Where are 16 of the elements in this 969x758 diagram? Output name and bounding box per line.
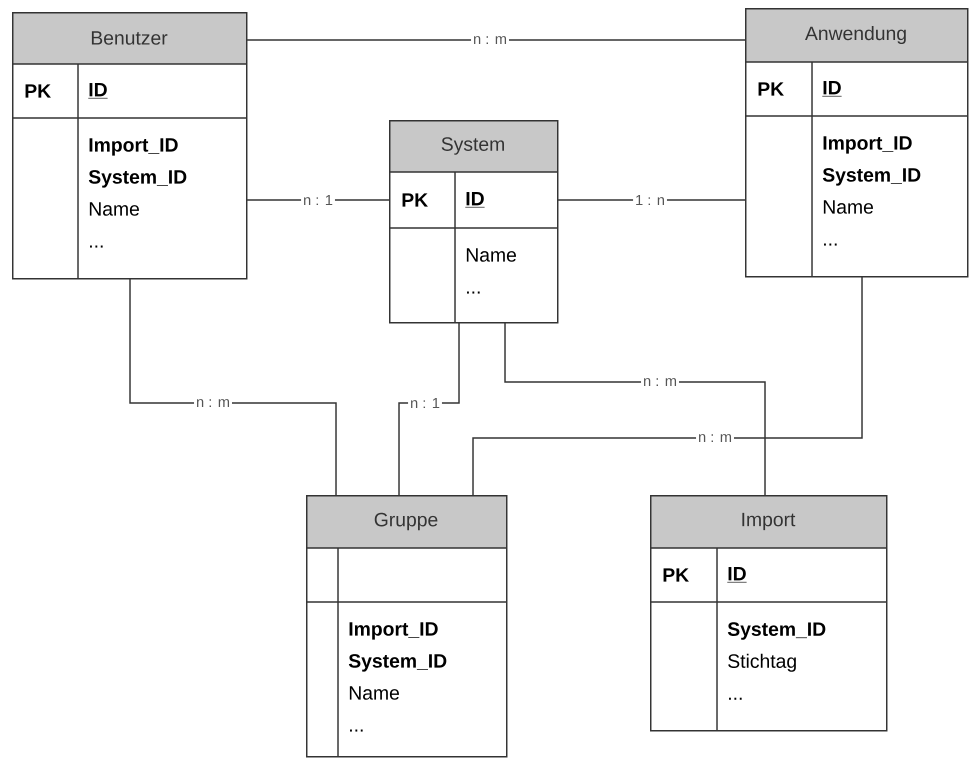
edge-label: n : 1 — [301, 192, 335, 208]
connector-line — [504, 323, 766, 495]
edge-label: n : m — [194, 397, 232, 409]
entity-table: Gruppe Import_ID System_ID Name ... — [306, 495, 508, 758]
edge-label: n : 1 — [408, 396, 442, 410]
connector-line — [472, 277, 863, 495]
connector-line — [247, 39, 745, 41]
entity-table: Anwendung PK ID Import_ID System_ID Name ... — [745, 8, 968, 278]
edge-label: n : m — [641, 376, 679, 388]
edge-label: n : m — [696, 432, 734, 444]
entity-table: System PK ID Name ... — [389, 120, 558, 324]
edge-label: 1 : n — [633, 192, 667, 208]
entity-table: Benutzer PK ID Import_ID System_ID Name ... — [12, 12, 248, 280]
connector-line — [129, 279, 337, 495]
edge-label: n : m — [471, 34, 509, 46]
entity-table: Import PK ID System_ID Stichtag ... — [650, 495, 888, 732]
